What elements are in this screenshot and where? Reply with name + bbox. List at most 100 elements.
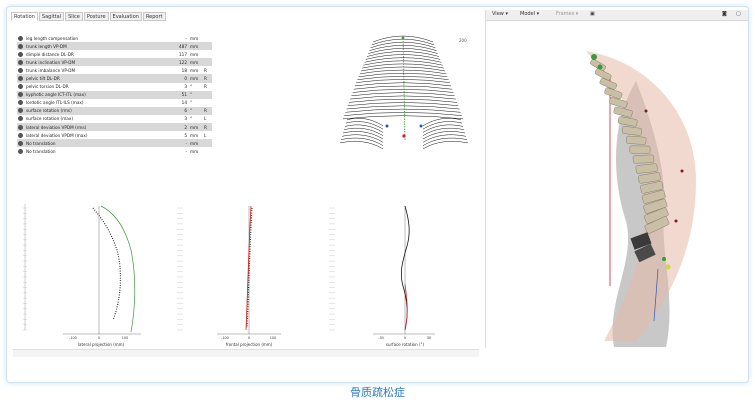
- lateral-tick-zero: 0: [98, 336, 100, 340]
- parameter-unit: °: [190, 100, 193, 106]
- parameter-value: 122: [179, 59, 187, 65]
- parameter-label: No translation: [26, 140, 56, 146]
- model-menu[interactable]: Model ▾: [520, 11, 540, 17]
- visibility-toggle-icon[interactable]: [18, 108, 23, 114]
- frames-menu[interactable]: Frames ▾: [556, 11, 579, 17]
- tab-evaluation[interactable]: Evaluation: [109, 12, 142, 21]
- parameter-unit: mm: [190, 43, 199, 49]
- parameter-unit: mm: [190, 51, 199, 57]
- parameter-unit: mm: [190, 148, 199, 154]
- 3d-view-panel: View ▾ Model ▾ Frames ▾ ▣ ◙ ▢: [485, 10, 748, 348]
- parameter-label: kyphotic angle ICT-ITL (max): [26, 92, 86, 98]
- visibility-toggle-icon[interactable]: [18, 43, 23, 49]
- export-icon[interactable]: ▣: [590, 11, 595, 17]
- parameter-label: No translation: [26, 148, 56, 154]
- visibility-toggle-icon[interactable]: [18, 116, 23, 122]
- parameter-row: No translation -mm: [17, 147, 212, 155]
- parameter-label: surface rotation (max): [26, 116, 73, 122]
- frontal-xlabel: frontal projection (mm): [226, 342, 273, 347]
- camera-icon[interactable]: ◙: [722, 11, 727, 17]
- parameter-label: dimple distance DL-DR: [26, 51, 74, 57]
- parameter-label: lateral deviation VPDM (max): [26, 132, 88, 138]
- tab-sagittal[interactable]: Sagittal: [38, 12, 65, 21]
- tab-bar: Rotation Sagittal Slice Posture Evaluati…: [11, 12, 166, 21]
- parameter-row: surface rotation (max)3°L: [17, 115, 212, 123]
- lateral-tick-pos: 100: [122, 336, 128, 340]
- figure-caption: 骨质疏松症: [350, 386, 405, 399]
- visibility-toggle-icon[interactable]: [18, 148, 23, 154]
- visibility-toggle-icon[interactable]: [18, 35, 23, 41]
- visibility-toggle-icon[interactable]: [18, 140, 23, 146]
- parameter-label: trunk inclination VP-DM: [26, 59, 76, 65]
- parameter-side: R: [204, 67, 207, 73]
- parameter-row: kyphotic angle ICT-ITL (max) 51°: [17, 90, 212, 99]
- parameter-unit: mm: [190, 67, 199, 73]
- window-icon[interactable]: ▢: [736, 11, 741, 17]
- tab-report[interactable]: Report: [142, 12, 166, 21]
- visibility-toggle-icon[interactable]: [18, 67, 23, 73]
- parameter-value: -: [185, 148, 187, 154]
- parameter-side: R: [204, 108, 207, 114]
- visibility-toggle-icon[interactable]: [18, 124, 23, 130]
- parameter-unit: °: [190, 84, 193, 90]
- parameter-row: No translation-mm: [17, 139, 212, 148]
- parameter-side: L: [204, 116, 207, 122]
- parameter-side: L: [204, 132, 207, 138]
- tab-slice[interactable]: Slice: [65, 12, 83, 21]
- parameter-value: -: [185, 140, 187, 146]
- visibility-toggle-icon[interactable]: [18, 100, 23, 106]
- visibility-toggle-icon[interactable]: [18, 59, 23, 65]
- rotation-xlabel: surface rotation (°): [386, 342, 425, 347]
- parameter-row: lordotic angle ITL-ILS (max)14°: [17, 99, 212, 107]
- frontal-tick-pos: 100: [270, 336, 276, 340]
- parameter-value: 51: [181, 92, 187, 98]
- tab-rotation[interactable]: Rotation: [11, 12, 38, 21]
- frontal-tick-zero: 0: [248, 336, 250, 340]
- parameter-label: lateral deviation VPDM (rms): [26, 124, 87, 130]
- parameter-value: 487: [179, 43, 187, 49]
- view-toolbar: View ▾ Model ▾ Frames ▾ ▣ ◙ ▢: [486, 10, 748, 21]
- parameter-unit: mm: [190, 124, 199, 130]
- parameter-unit: mm: [190, 76, 199, 82]
- parameter-value: 3: [184, 84, 187, 90]
- visibility-toggle-icon[interactable]: [18, 84, 23, 90]
- parameter-label: trunk imbalance VP-DM: [26, 67, 76, 73]
- tab-posture[interactable]: Posture: [83, 12, 109, 21]
- lateral-tick-neg: -100: [69, 336, 77, 340]
- parameter-unit: mm: [190, 132, 199, 138]
- parameter-value: 5: [184, 132, 187, 138]
- parameter-label: pelvic tilt DL-DR: [26, 76, 60, 82]
- parameter-row: leg length compensation-mm: [17, 34, 212, 42]
- parameter-row: surface rotation (rms)6°R: [17, 106, 212, 115]
- analysis-panel: Rotation Sagittal Slice Posture Evaluati…: [9, 10, 484, 348]
- view-menu[interactable]: View ▾: [492, 11, 508, 17]
- frontal-projection-chart: frontal projection (mm) -100 0 100: [177, 205, 281, 347]
- topo-scale-label: 200: [459, 38, 467, 43]
- surface-rotation-chart: surface rotation (°) -30 0 30: [329, 205, 435, 347]
- parameter-value: 18: [181, 67, 187, 73]
- parameter-label: pelvic torsion DL-DR: [26, 84, 69, 90]
- parameter-label: trunk length VP-DM: [26, 43, 67, 49]
- parameter-value: 0: [184, 76, 187, 82]
- app-window: Rotation Sagittal Slice Posture Evaluati…: [6, 6, 749, 383]
- visibility-toggle-icon[interactable]: [18, 76, 23, 82]
- parameter-side: R: [204, 84, 207, 90]
- parameter-value: -: [185, 35, 187, 41]
- parameter-row: pelvic torsion DL-DR 3° R: [17, 83, 212, 91]
- parameter-unit: °: [190, 92, 193, 98]
- visibility-toggle-icon[interactable]: [18, 51, 23, 57]
- parameter-unit: mm: [190, 59, 199, 65]
- horizontal-scrollbar[interactable]: [13, 349, 479, 357]
- parameter-side: R: [204, 76, 207, 82]
- visibility-toggle-icon[interactable]: [18, 132, 23, 138]
- parameter-unit: °: [190, 108, 193, 114]
- visibility-toggle-icon[interactable]: [18, 92, 23, 98]
- 3d-spine-model: [586, 51, 696, 347]
